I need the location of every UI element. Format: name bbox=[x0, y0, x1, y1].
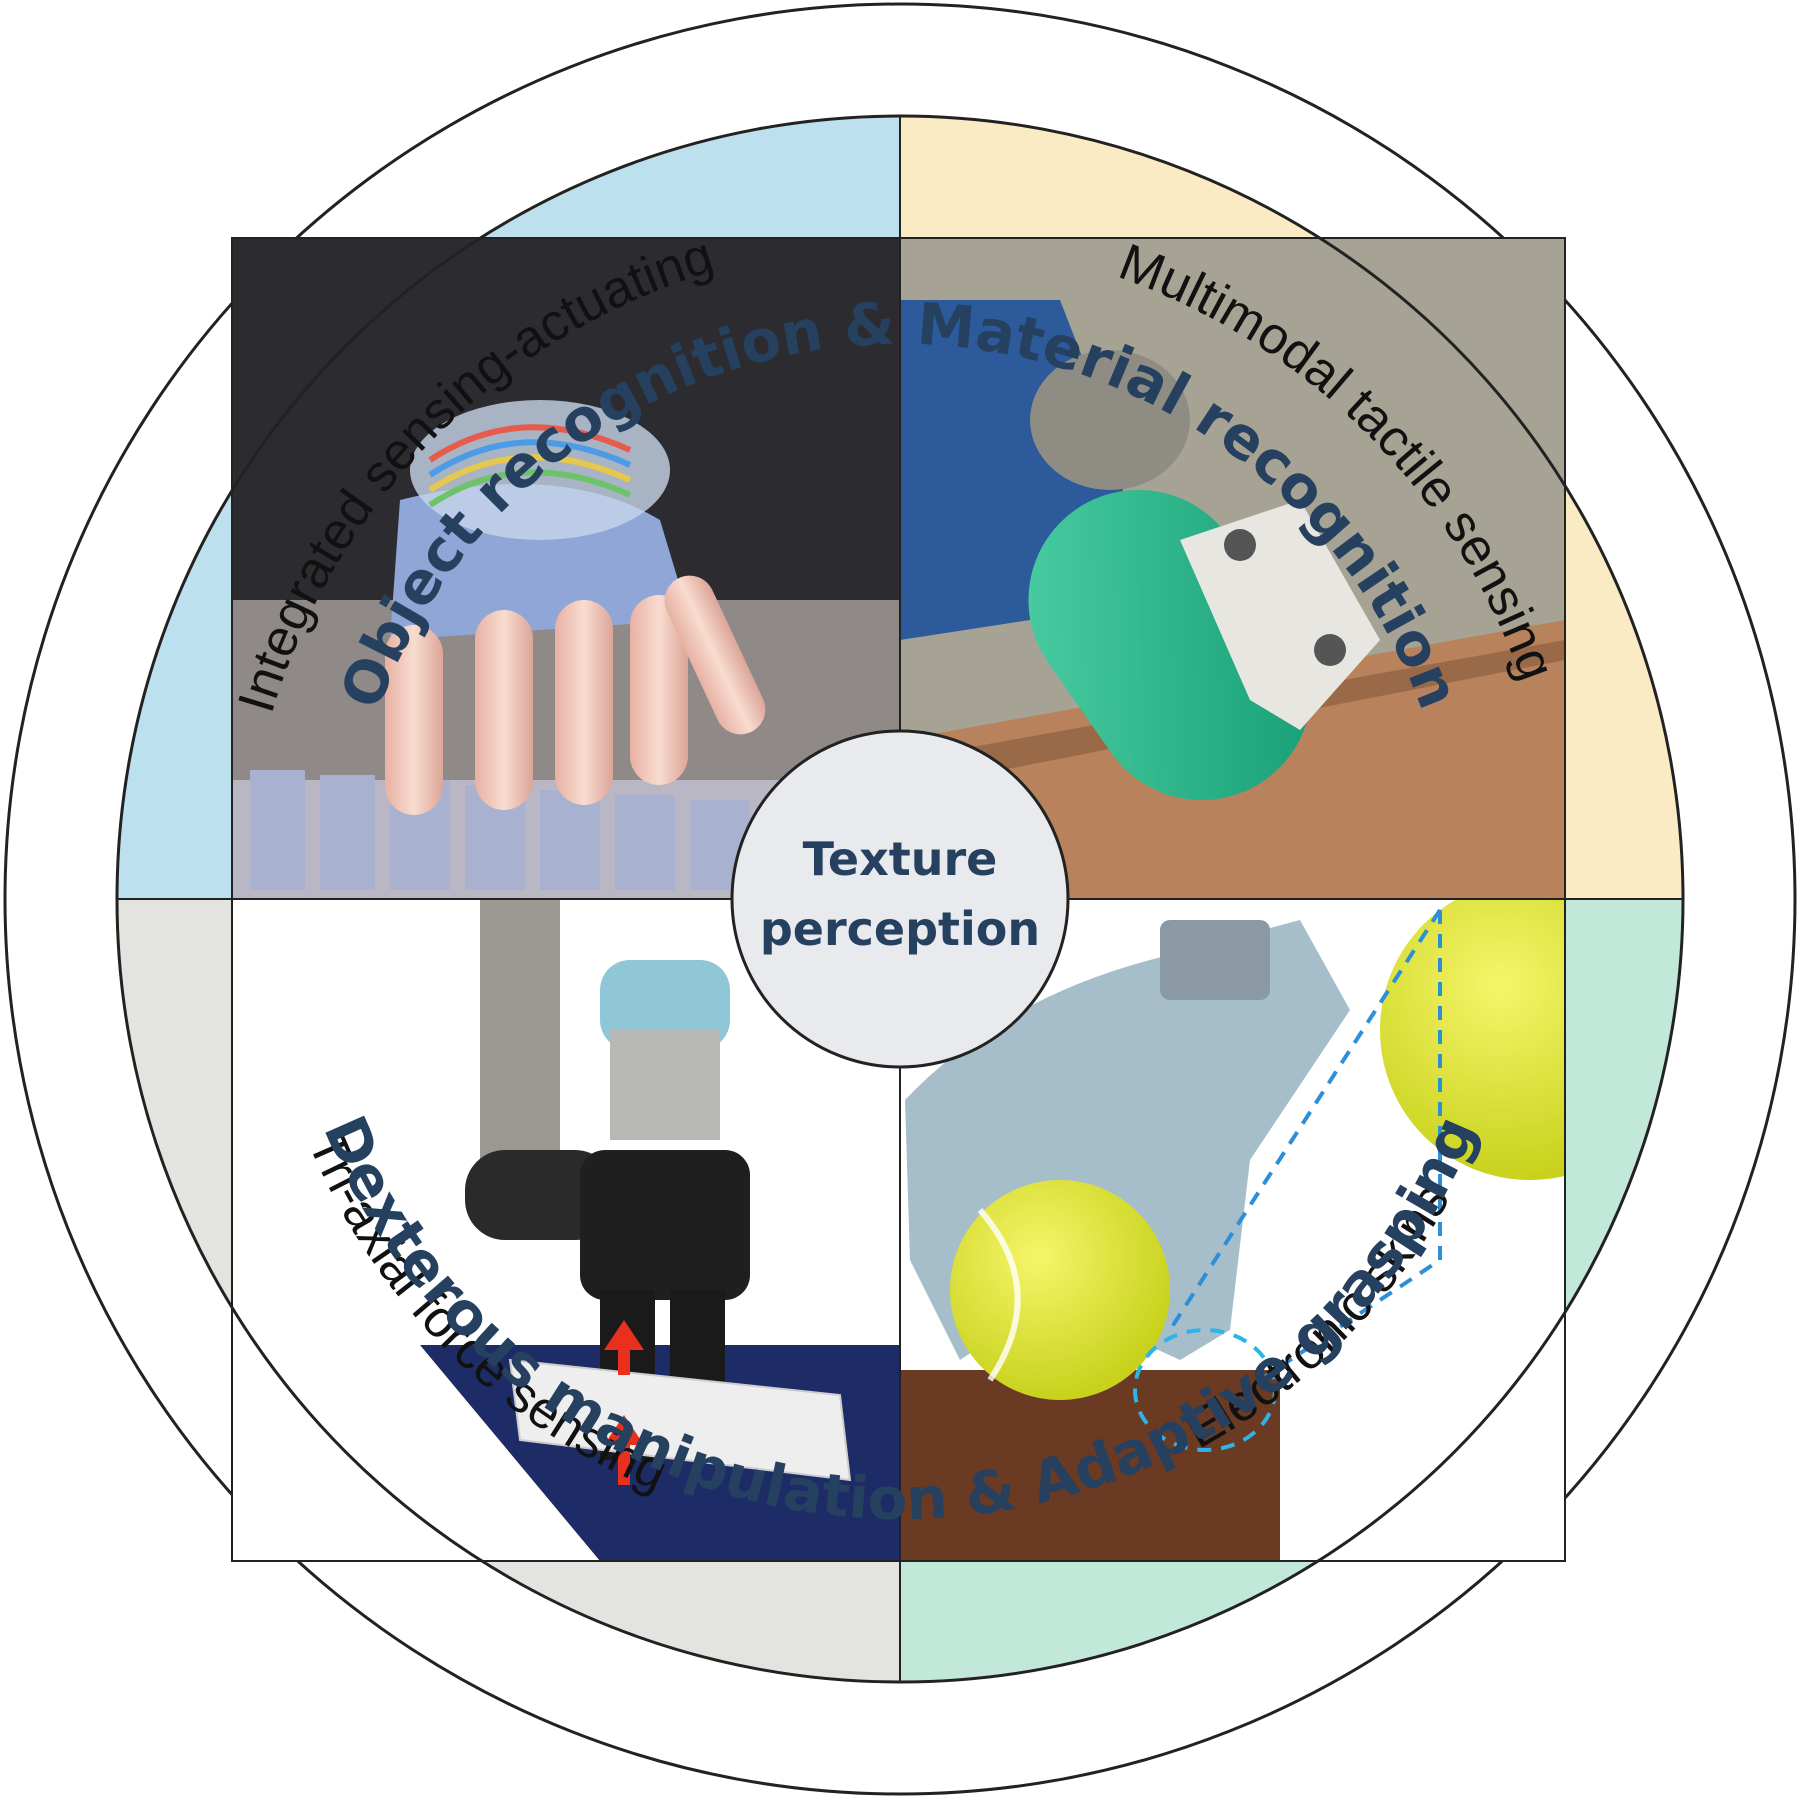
center-hub: Texture perception bbox=[730, 729, 1070, 1069]
center-label-line2: perception bbox=[760, 902, 1040, 956]
center-label-line1: Texture bbox=[803, 832, 998, 886]
inner-ring-border bbox=[115, 114, 1685, 1684]
center-circle bbox=[730, 729, 1070, 1069]
